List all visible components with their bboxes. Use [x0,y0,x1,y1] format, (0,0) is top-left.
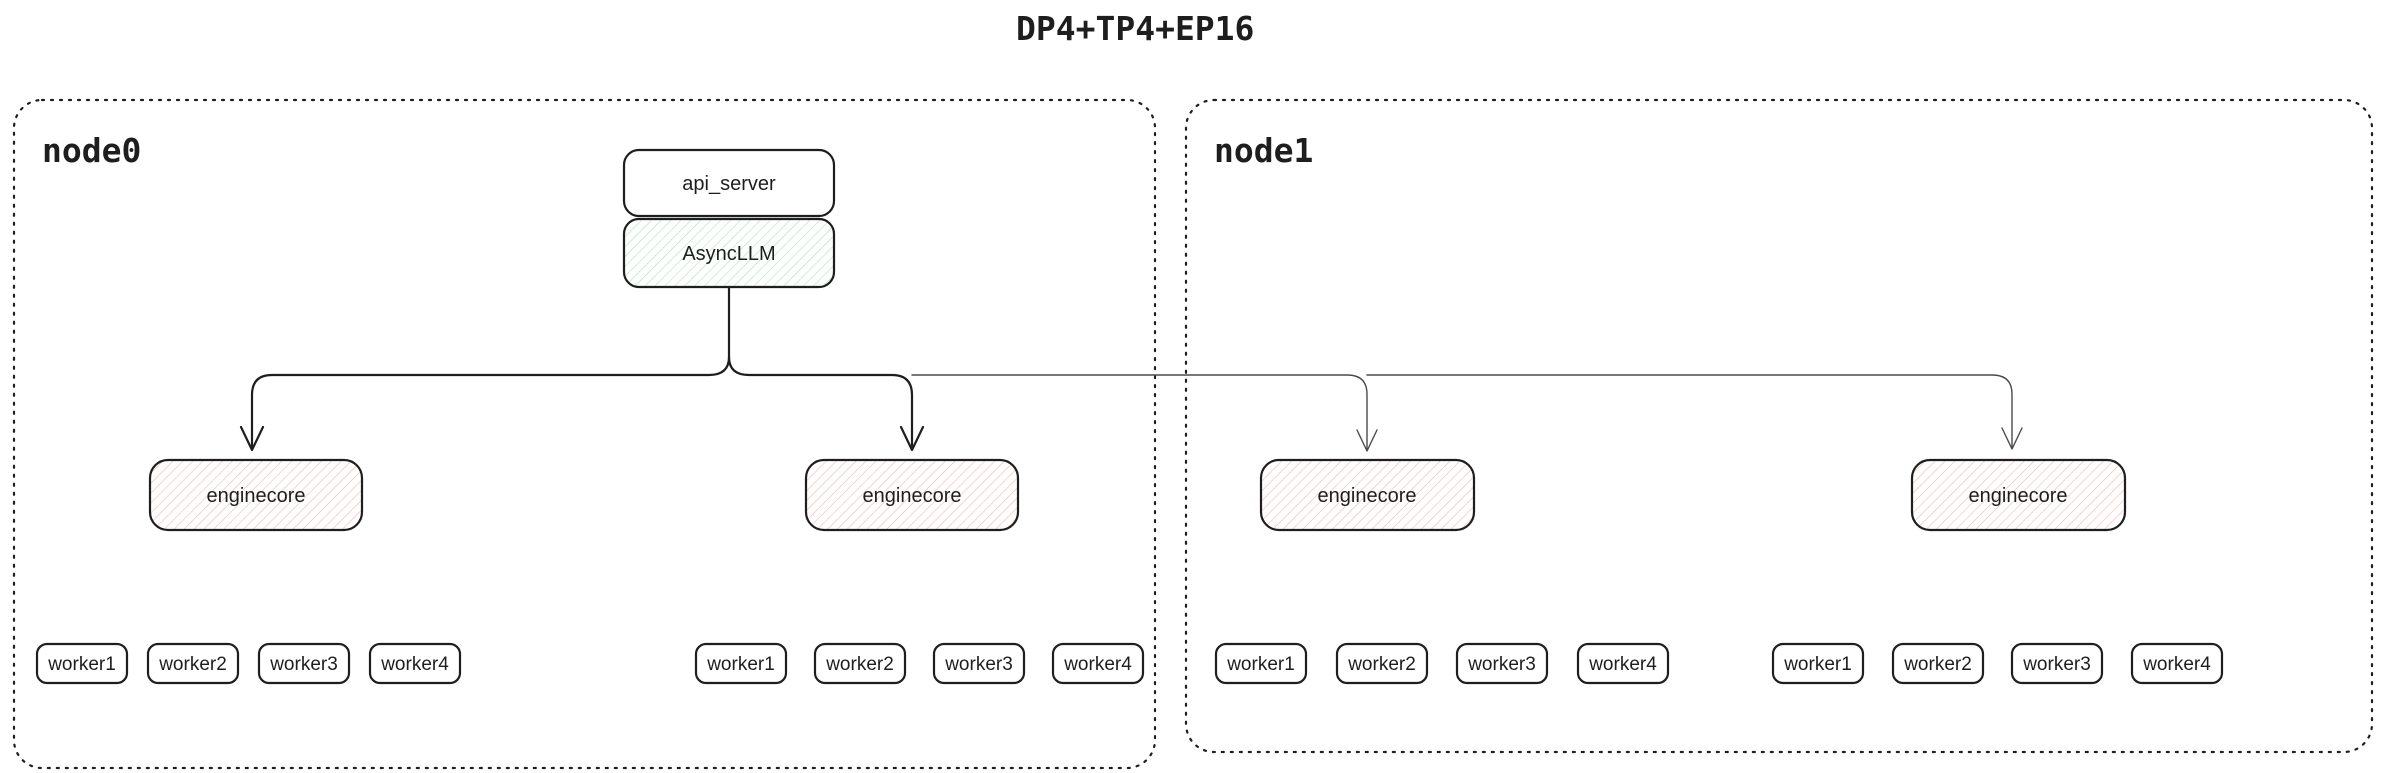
worker-label: worker4 [2142,654,2211,675]
worker-box [257,642,351,685]
worker-label: worker3 [944,654,1013,675]
worker-box [1335,642,1429,685]
enginecore-label-4: enginecore [1969,485,2068,507]
worker-label: worker2 [1347,654,1416,675]
worker-box [1576,642,1670,685]
enginecore-box-2 [804,458,1020,532]
connector-asyncllm-to-enginecore4 [1366,374,2013,449]
arrowhead-enginecore1 [239,425,265,452]
enginecore-label-1: enginecore [207,485,306,507]
worker-box [1051,642,1145,685]
worker-box [813,642,907,685]
worker-box [2130,642,2224,685]
worker-label: worker2 [158,654,227,675]
worker-box [2010,642,2104,685]
enginecore-label-3: enginecore [1318,485,1417,507]
worker-label: worker4 [380,654,449,675]
worker-box [1891,642,1985,685]
worker-label: worker1 [47,654,116,675]
worker-label: worker1 [1226,654,1295,675]
arrowhead-enginecore3 [1356,429,1378,452]
worker-box [146,642,240,685]
arrowhead-enginecore4 [2001,427,2023,450]
node1-label: node1 [1214,131,1313,170]
node0-label: node0 [42,131,141,170]
worker-group-3: worker1 worker2 worker3 worker4 [1214,642,1670,685]
worker-label: worker1 [706,654,775,675]
connector-asyncllm-to-enginecore2 [727,355,914,450]
api-server-box [622,148,836,218]
worker-label: worker4 [1063,654,1132,675]
worker-label: worker2 [1903,654,1972,675]
worker-box [35,642,129,685]
worker-box [1455,642,1549,685]
worker-group-1: worker1 worker2 worker3 worker4 [35,642,462,685]
worker-box [368,642,462,685]
worker-label: worker3 [269,654,338,675]
diagram-title: DP4+TP4+EP16 [1016,9,1254,48]
worker-box [1771,642,1865,685]
api-server-label: api_server [682,173,776,195]
connector-asyncllm-to-enginecore1 [250,285,731,450]
enginecore-box-4 [1910,458,2127,532]
connector-asyncllm-to-enginecore3 [911,374,1368,451]
worker-group-4: worker1 worker2 worker3 worker4 [1771,642,2224,685]
enginecore-box-1 [148,458,364,532]
worker-box [694,642,788,685]
enginecore-label-2: enginecore [863,485,962,507]
worker-label: worker3 [2022,654,2091,675]
worker-box [1214,642,1308,685]
worker-label: worker2 [825,654,894,675]
worker-label: worker4 [1588,654,1657,675]
arrowhead-enginecore2 [899,425,925,452]
node0-container [12,98,1157,770]
asyncllm-label: AsyncLLM [682,243,775,265]
enginecore-box-3 [1259,458,1476,532]
worker-label: worker3 [1467,654,1536,675]
worker-box [932,642,1026,685]
worker-label: worker1 [1783,654,1852,675]
node1-container [1184,98,2374,754]
worker-group-2: worker1 worker2 worker3 worker4 [694,642,1145,685]
